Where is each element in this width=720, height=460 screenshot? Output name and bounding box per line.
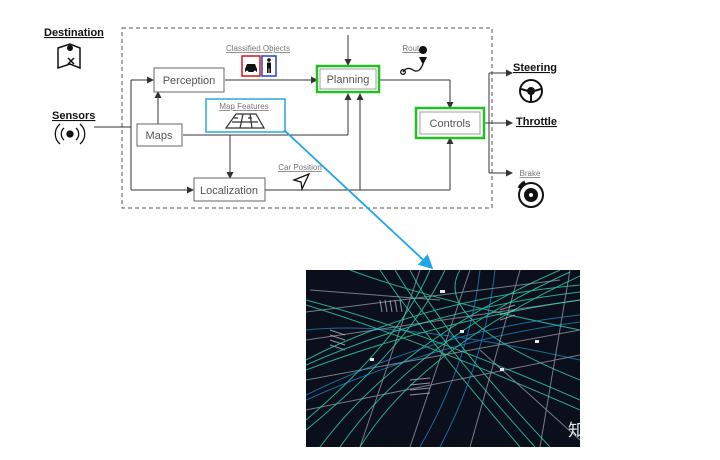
classified-objects-label: Classified Objects [226,44,290,53]
steering-label: Steering [513,62,557,74]
brake-disc-icon [517,180,544,208]
perception-label: Perception [163,75,216,87]
brake-label: Brake [520,169,541,178]
maps-module: Maps [136,123,183,147]
controls-label: Controls [430,118,471,130]
maps-label: Maps [146,130,173,142]
system-boundary [121,27,493,209]
road-map-icon [224,113,266,129]
sensors-label: Sensors [52,110,95,122]
connections [94,35,513,194]
navigation-arrow-icon [291,172,311,192]
map-features-label: Map Features [219,102,268,111]
destination-map-icon [57,43,81,70]
sensor-signal-icon [54,123,86,145]
destination-label: Destination [44,27,104,39]
throttle-label: Throttle [516,116,557,128]
steering-wheel-icon [519,79,543,103]
car-object-icon [241,55,261,77]
pedestrian-object-icon [261,55,277,77]
controls-module: Controls [414,106,486,140]
planning-label: Planning [327,74,370,86]
planning-module: Planning [315,64,381,94]
perception-module: Perception [153,67,225,93]
route-pin-icon [400,46,428,75]
watermark-text: 知乎 @游振兴 [568,421,675,441]
localization-label: Localization [200,185,258,197]
map-features-box: Map Features [205,98,286,133]
hd-map-visualization: 知乎 @游振兴 [306,270,675,447]
localization-module: Localization [193,177,266,202]
car-position-label: Car Position [278,163,322,172]
route-label: Route [402,44,424,53]
map-features-connector [283,129,434,270]
